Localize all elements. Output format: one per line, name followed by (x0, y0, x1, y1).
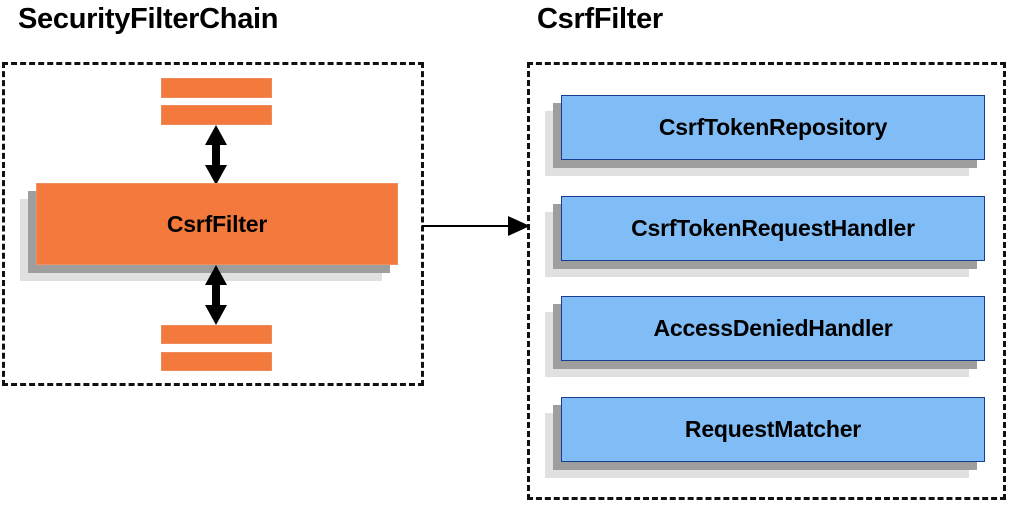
panel-title-csrf-filter: CsrfFilter (537, 3, 663, 35)
component-block-request-matcher[interactable]: RequestMatcher (561, 397, 985, 462)
component-block-csrf-token-repository[interactable]: CsrfTokenRepository (561, 95, 985, 160)
component-label: CsrfTokenRepository (658, 114, 888, 140)
arrow-up-down-below (205, 265, 227, 325)
component-label: AccessDeniedHandler (653, 315, 893, 341)
panel-title-security-filter-chain: SecurityFilterChain (18, 3, 279, 35)
component-block-access-denied-handler[interactable]: AccessDeniedHandler (561, 296, 985, 361)
csrf-filter-block[interactable]: CsrfFilter (36, 183, 398, 265)
filter-bar-below-2 (161, 352, 272, 371)
filter-bar-above-2 (161, 105, 272, 125)
filter-bar-below-1 (161, 325, 272, 344)
arrow-up-down-above (205, 125, 227, 185)
filter-bar-above-1 (161, 78, 272, 98)
security-filter-chain-group-box (2, 62, 424, 386)
csrf-filter-block-label: CsrfFilter (166, 210, 268, 237)
csrf-filter-group-box (527, 62, 1006, 500)
connector-arrow-csrf-filter-to-details (422, 216, 530, 236)
component-label: CsrfTokenRequestHandler (631, 215, 915, 241)
component-label: RequestMatcher (684, 416, 862, 442)
component-block-csrf-token-request-handler[interactable]: CsrfTokenRequestHandler (561, 196, 985, 261)
